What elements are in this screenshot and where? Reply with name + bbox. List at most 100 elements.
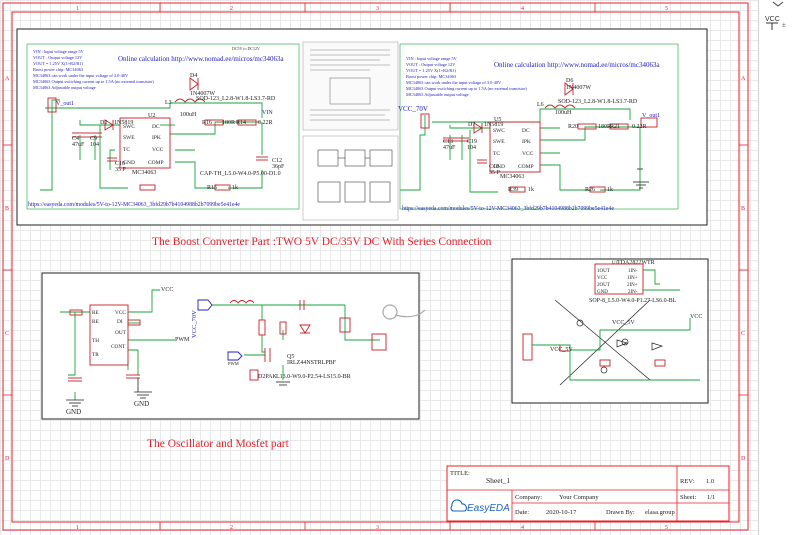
note-line: Boost power chip: MC34063 xyxy=(33,67,83,72)
col-label: 1 xyxy=(76,525,79,531)
package-label: D2PAK xyxy=(258,374,277,380)
online-calc-text: Online calculation http://www.nomad.ee/m… xyxy=(118,55,284,63)
row-label: B xyxy=(741,206,745,212)
col-label: 4 xyxy=(521,6,524,12)
ref-label: R14 xyxy=(236,120,246,126)
pin-label: SWC xyxy=(123,124,135,130)
datasheet-thumbnails xyxy=(302,41,399,221)
ref-label: R21 xyxy=(610,124,620,130)
note-line: MC34063 Output switching current up to 1… xyxy=(406,86,527,91)
part-value: 1N5819 xyxy=(114,120,133,126)
net-label: V_out1 xyxy=(56,101,74,107)
part-value: 0.22R xyxy=(258,120,273,126)
net-label: VCC_70V xyxy=(398,105,428,113)
pin-label: RE xyxy=(92,319,99,325)
company-label: Company: xyxy=(515,494,542,501)
ref-label: D2 xyxy=(100,120,107,126)
tool-icon[interactable] xyxy=(770,0,788,10)
logo-text: EasyEDA xyxy=(467,503,510,514)
part-value: 1k xyxy=(607,187,613,193)
sheet-value: 1/1 xyxy=(707,494,715,501)
pin-label: 1IN+ xyxy=(627,276,638,281)
ref-label: R20 xyxy=(568,124,578,130)
row-label: C xyxy=(5,331,9,337)
ref-label: R39 xyxy=(508,187,518,193)
pin-label: VCC xyxy=(152,147,164,153)
part-value: 180R xyxy=(598,124,611,130)
oscillator-section-title: The Oscillator and Mosfet part xyxy=(147,438,290,450)
ref-label: U5 xyxy=(494,117,501,123)
part-value: MC34063 xyxy=(132,170,156,176)
gnd-label: GND xyxy=(134,400,149,408)
pin-label: CONT xyxy=(111,344,126,350)
pin-label: TC xyxy=(493,151,500,157)
ref-label: D4 xyxy=(190,73,197,79)
col-label: 3 xyxy=(376,525,379,531)
ref-label: U2 xyxy=(148,113,155,119)
col-label: 4 xyxy=(521,525,524,531)
rev-label: REV: xyxy=(680,478,695,485)
row-label: D xyxy=(5,456,10,462)
note-line: MC34063 Adjustable output voltage xyxy=(33,85,96,90)
pin-label: OUT xyxy=(115,330,127,336)
frame-labels: 1 2 3 4 5 1 2 3 4 5 A B C D A B C D xyxy=(5,6,746,531)
vcc-symbol-label: VCC xyxy=(765,16,780,23)
pin-label: DC xyxy=(522,128,530,134)
row-label: B xyxy=(5,206,9,212)
col-label: 2 xyxy=(230,525,233,531)
pin-label: GND xyxy=(493,164,505,170)
gnd-label: GND xyxy=(66,408,81,416)
part-value: IRLZ44NSTRLPBF xyxy=(287,360,337,366)
pin-label: TH xyxy=(92,338,99,344)
pin-label: IPK xyxy=(152,135,161,141)
oscillator-section-box xyxy=(41,272,420,420)
ref-label: L3 xyxy=(165,100,172,106)
note-line: VIN : Input voltage range 5V xyxy=(33,49,85,54)
part-value: MC34063 xyxy=(500,174,524,180)
note-line: VOUT : Output voltage 12V xyxy=(406,62,456,67)
pin-label: VCC xyxy=(597,276,608,281)
note-line: VOUT : Output voltage 12V xyxy=(33,55,83,60)
pin-label: 1IN- xyxy=(628,269,638,274)
sheet-label: Sheet: xyxy=(680,494,696,501)
title-block: TITLE: Sheet_1 REV: 1.0 Company: Your Co… xyxy=(446,465,730,522)
col-label: 2 xyxy=(230,6,233,12)
pin-label: DC xyxy=(152,124,160,130)
pin-label: SWC xyxy=(493,128,505,134)
boost-right-circuit: VIN : Input voltage range 5V VOUT : Outp… xyxy=(398,43,679,212)
row-label: A xyxy=(741,76,746,82)
net-label: VCC_5V xyxy=(550,347,573,353)
pin-label: GND xyxy=(123,160,135,166)
net-label: PWM xyxy=(175,337,190,343)
note-line: Boost power chip: MC34063 xyxy=(406,74,456,79)
rev-value: 1.0 xyxy=(706,478,714,485)
ref-label: Q5 xyxy=(287,354,294,360)
package-label: SOD-123_L2.8-W1.8-LS3.7-RD xyxy=(196,96,276,102)
pin-label: 2IN- xyxy=(628,290,638,295)
pin-label: SWE xyxy=(123,135,135,141)
svg-text:±: ± xyxy=(782,21,786,29)
vcc-symbol-icon[interactable]: VCC ± xyxy=(764,12,798,34)
part-value: 35 P xyxy=(489,170,501,176)
part-value: TDA2822WTR xyxy=(617,260,655,266)
ref-label: C9 xyxy=(90,136,97,142)
pin-label: GND xyxy=(597,290,608,295)
ref-label: C13 xyxy=(443,139,453,145)
ref-label: R15 xyxy=(207,185,217,191)
part-value: 47uF xyxy=(443,145,456,151)
easyeda-logo: EasyEDA xyxy=(450,499,510,514)
drawn-value: elasa.group xyxy=(645,509,675,516)
ref-label: L6 xyxy=(537,102,544,108)
pin-label: DI xyxy=(117,319,123,325)
part-value: 104 xyxy=(467,145,476,151)
part-value: 35 P xyxy=(115,167,127,173)
pin-label: 2IN+ xyxy=(627,283,638,288)
pin-label: SWE xyxy=(493,139,505,145)
driver-section-box xyxy=(511,258,709,404)
sheet-frame xyxy=(2,2,749,531)
row-label: D xyxy=(741,456,746,462)
pin-label: COMP xyxy=(148,160,164,166)
part-value: 1N4007W xyxy=(190,91,215,97)
note-line: VOUT = 1.25V X(1+R2/R1) xyxy=(406,68,456,73)
part-value: 1N4007W xyxy=(566,85,591,91)
